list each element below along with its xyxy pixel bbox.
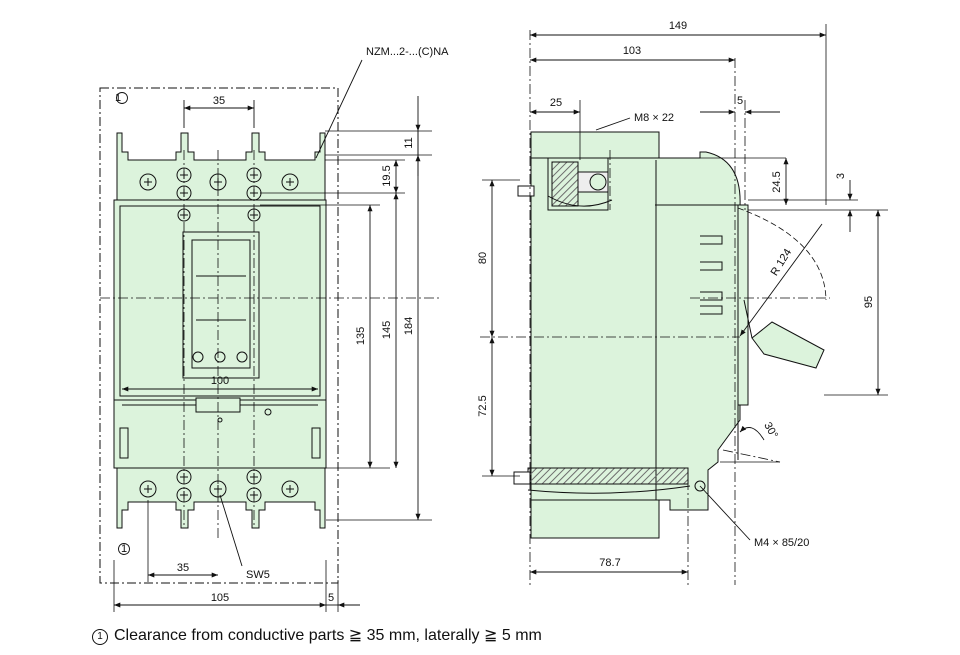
dim-width-25: 25 <box>550 97 562 109</box>
dim-height-184: 184 <box>403 317 415 335</box>
side-view-labels: 149 103 25 5 78.7 24.5 3 80 72.5 95 R 12… <box>477 20 875 569</box>
screw-bottom-label: M4 × 85/20 <box>754 537 809 549</box>
side-top-screw <box>517 157 613 211</box>
dim-gap-5: 5 <box>328 592 334 604</box>
dim-height-24-5: 24.5 <box>771 171 783 192</box>
dim-width-5: 5 <box>737 95 743 107</box>
dim-height-95: 95 <box>863 296 875 308</box>
dim-width-103: 103 <box>623 45 641 57</box>
dim-height-80: 80 <box>477 252 489 264</box>
dim-radius: R 124 <box>769 247 795 278</box>
handle-track <box>191 239 251 369</box>
footnote: 1 Clearance from conductive parts ≧ 35 mm… <box>92 625 542 645</box>
dim-width-78-7: 78.7 <box>599 557 620 569</box>
front-view <box>99 59 440 612</box>
clearance-marker-top: 1 <box>115 92 121 104</box>
dim-width-105: 105 <box>211 592 229 604</box>
side-bottom-screw <box>513 467 706 494</box>
sw-label: SW5 <box>246 569 270 581</box>
dim-height-72-5: 72.5 <box>477 395 489 416</box>
side-top-terminal <box>530 131 660 159</box>
dim-top-pitch: 35 <box>213 95 225 107</box>
side-front-ledge <box>737 204 749 406</box>
front-view-labels: 1 1 35 35 100 105 5 11 19.5 135 145 184 … <box>115 46 449 604</box>
model-label: NZM...2-...(C)NA <box>366 46 449 58</box>
side-view <box>480 24 888 585</box>
footnote-marker: 1 <box>92 629 108 645</box>
side-body <box>530 151 741 511</box>
clearance-boundary <box>99 87 339 584</box>
dim-width-149: 149 <box>669 20 687 32</box>
side-toggle-handle <box>751 321 825 369</box>
side-bottom-terminal <box>530 499 660 539</box>
screw-top-label: M8 × 22 <box>634 112 674 124</box>
dim-height-145: 145 <box>381 321 393 339</box>
dim-height-11: 11 <box>403 137 415 148</box>
top-terminal-block <box>116 132 326 201</box>
clearance-marker-bottom: 1 <box>121 543 127 555</box>
dim-bottom-pitch: 35 <box>177 562 189 574</box>
dim-width-100: 100 <box>211 375 229 387</box>
dim-height-19-5: 19.5 <box>381 165 393 186</box>
dim-height-135: 135 <box>355 327 367 345</box>
dim-angle: 30° <box>761 420 780 440</box>
footnote-text: Clearance from conductive parts ≧ 35 mm,… <box>114 627 542 644</box>
dim-height-3: 3 <box>835 173 847 179</box>
